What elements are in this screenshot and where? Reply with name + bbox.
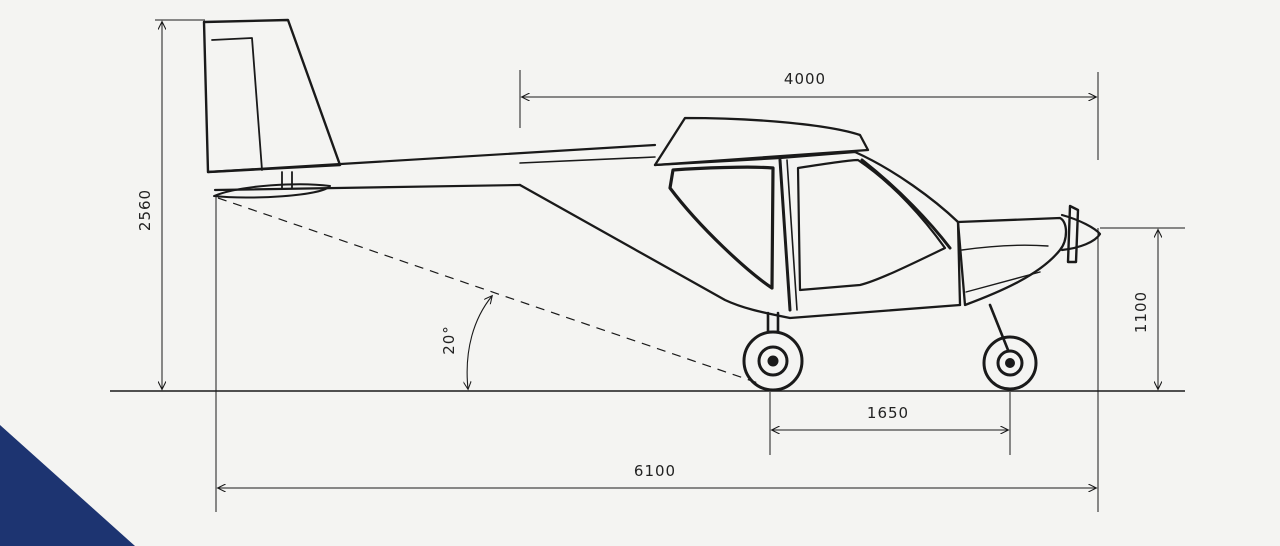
cabin-outline bbox=[653, 150, 962, 307]
horizontal-stabilizer bbox=[213, 183, 331, 199]
label-tail-angle: 20° bbox=[440, 325, 458, 355]
main-wheel-hub bbox=[757, 345, 789, 377]
rudder bbox=[211, 37, 263, 171]
label-wing-to-prop: 4000 bbox=[784, 70, 826, 88]
fuselage-underside bbox=[518, 183, 962, 320]
propeller-blade bbox=[1066, 204, 1080, 264]
door-pillar-inner bbox=[786, 159, 798, 311]
tail-boom bbox=[206, 143, 657, 174]
label-wheel-track: 1650 bbox=[867, 404, 909, 422]
main-wheel bbox=[742, 330, 804, 392]
tail-boom-lower bbox=[213, 183, 522, 192]
rear-window bbox=[668, 165, 775, 290]
label-overall-height: 2560 bbox=[136, 189, 154, 231]
nose-wheel bbox=[982, 335, 1038, 391]
main-wheel-axle bbox=[767, 355, 779, 367]
engine-cowling bbox=[956, 216, 1068, 307]
corner-accent-shape bbox=[0, 425, 135, 546]
nose-wheel-hub bbox=[996, 349, 1024, 377]
tail-angle-dashed-line bbox=[217, 197, 759, 384]
door-pillar bbox=[778, 158, 792, 312]
cowling-detail bbox=[961, 244, 1049, 293]
front-window bbox=[796, 158, 947, 292]
label-overall-length: 6100 bbox=[634, 462, 676, 480]
wing-root-line bbox=[519, 156, 656, 164]
stabilizer-hinge bbox=[281, 171, 293, 189]
aircraft bbox=[202, 18, 1102, 392]
windshield-line bbox=[860, 158, 952, 250]
extension-lines bbox=[155, 19, 1185, 512]
nose-gear-leg bbox=[988, 303, 1010, 352]
label-prop-height: 1100 bbox=[1132, 291, 1150, 333]
vertical-stabilizer bbox=[202, 18, 342, 174]
tail-angle-arc bbox=[467, 296, 492, 389]
wing bbox=[653, 116, 870, 167]
nose-wheel-axle bbox=[1005, 358, 1015, 368]
